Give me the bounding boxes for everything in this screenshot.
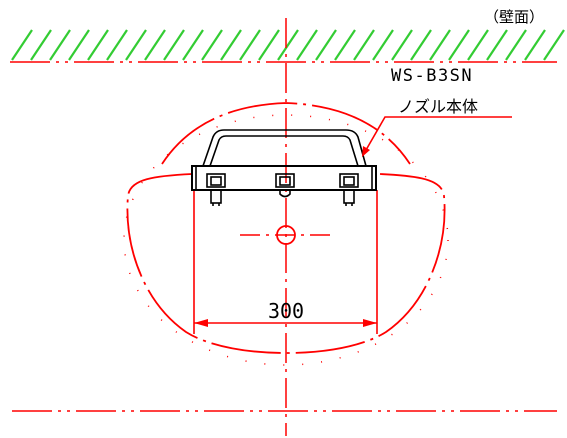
hatch-stroke xyxy=(182,29,204,61)
hatch-stroke xyxy=(315,29,337,61)
hatch-stroke xyxy=(410,29,432,61)
center-outlet xyxy=(279,190,291,198)
nozzle-mount-bar xyxy=(191,165,377,191)
bolt-left xyxy=(210,189,222,204)
dimension-arrow-right xyxy=(363,319,377,327)
hatch-stroke xyxy=(201,29,223,61)
hatch-stroke xyxy=(87,29,109,61)
bolt-right xyxy=(343,189,355,204)
hatch-stroke xyxy=(163,29,185,61)
nozzle-fixture xyxy=(191,129,377,206)
hatch-stroke xyxy=(296,29,318,61)
hatch-stroke xyxy=(448,29,470,61)
hatch-stroke xyxy=(68,29,90,61)
hatch-stroke xyxy=(524,29,546,61)
nozzle-right xyxy=(339,173,359,188)
hatch-stroke xyxy=(372,29,394,61)
hatch-stroke xyxy=(505,29,527,61)
nozzle-body-leader xyxy=(365,116,512,151)
nozzle-cover xyxy=(202,129,367,167)
basin-top-arc xyxy=(161,102,411,165)
dimension-arrow-left xyxy=(194,319,208,327)
nozzle-center xyxy=(275,173,295,188)
hatch-stroke xyxy=(106,29,128,61)
basin-inner-outline xyxy=(126,173,446,354)
hatch-stroke xyxy=(258,29,280,61)
hatch-stroke xyxy=(220,29,242,61)
hatch-stroke xyxy=(429,29,451,61)
basin-rim-dotted xyxy=(123,114,449,366)
wall-hatching xyxy=(11,29,565,61)
hatch-stroke xyxy=(49,29,71,61)
dimension-value: 300 xyxy=(268,299,304,323)
model-label: WS-B3SN xyxy=(391,66,473,86)
hatch-stroke xyxy=(353,29,375,61)
hatch-stroke xyxy=(30,29,52,61)
hatch-stroke xyxy=(277,29,299,61)
nozzle-body-label: ノズル本体 xyxy=(398,97,478,116)
hatch-stroke xyxy=(144,29,166,61)
nozzle-left xyxy=(206,173,226,188)
hatch-stroke xyxy=(334,29,356,61)
hatch-stroke xyxy=(391,29,413,61)
wall-label: （壁面） xyxy=(484,8,544,26)
hatch-stroke xyxy=(467,29,489,61)
hatch-stroke xyxy=(125,29,147,61)
nozzle-body-leader-arrow xyxy=(362,146,370,157)
hatch-stroke xyxy=(543,29,565,61)
hatch-stroke xyxy=(239,29,261,61)
nozzle-cover-inner xyxy=(209,135,359,167)
hatch-stroke xyxy=(11,29,33,61)
hatch-stroke xyxy=(486,29,508,61)
